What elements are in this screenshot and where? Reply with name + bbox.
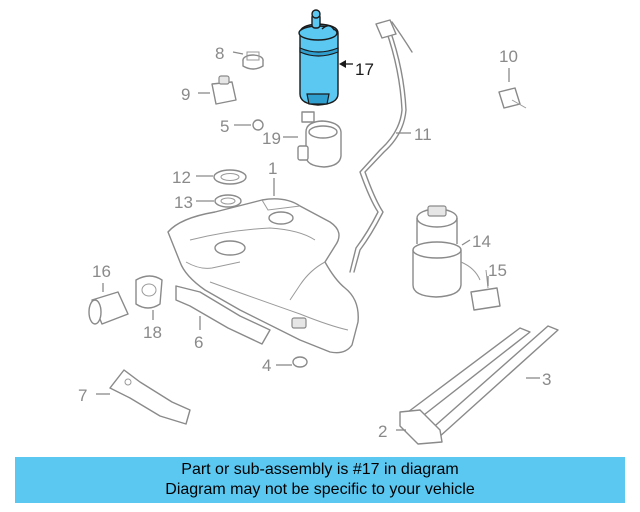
part-17-fuel-filter[interactable] <box>298 9 339 106</box>
part-19-filter-bracket[interactable] <box>297 111 342 168</box>
callout-19[interactable]: 19 <box>262 129 281 148</box>
callout-4[interactable]: 4 <box>262 356 271 375</box>
part-4-grommet[interactable] <box>292 356 308 368</box>
part-11-fuel-line[interactable] <box>349 19 413 273</box>
callout-17[interactable]: 17 <box>355 60 374 79</box>
callout-13[interactable]: 13 <box>174 193 193 212</box>
callout-3[interactable]: 3 <box>542 370 551 389</box>
callout-1[interactable]: 1 <box>268 159 277 178</box>
callout-16[interactable]: 16 <box>92 262 111 281</box>
banner-line-1: Part or sub-assembly is #17 in diagram <box>181 461 459 478</box>
callout-8[interactable]: 8 <box>215 44 224 63</box>
callout-14[interactable]: 14 <box>472 232 491 251</box>
callout-2[interactable]: 2 <box>378 422 387 441</box>
callout-17-arrowhead <box>339 60 346 68</box>
banner-line-2: Diagram may not be specific to your vehi… <box>165 481 475 498</box>
part-14-fuel-pump[interactable] <box>412 205 481 298</box>
part-9-connector[interactable] <box>211 75 237 105</box>
part-15-pump-connector[interactable] <box>470 269 501 311</box>
part-12-seal-ring[interactable] <box>213 169 247 185</box>
callout-12[interactable]: 12 <box>172 168 191 187</box>
callout-11[interactable]: 11 <box>414 125 432 144</box>
callout-10[interactable]: 10 <box>499 47 518 66</box>
part-2-strap-bracket[interactable] <box>399 409 443 445</box>
info-banner: Part or sub-assembly is #17 in diagram D… <box>15 457 625 503</box>
part-5-clip[interactable] <box>252 119 264 131</box>
parts-diagram: 17 19 8 9 5 12 13 <box>78 9 559 445</box>
part-6-heat-shield[interactable] <box>175 285 271 345</box>
callout-7[interactable]: 7 <box>78 386 87 405</box>
part-10-sensor[interactable] <box>498 87 527 109</box>
part-8-cap[interactable] <box>242 51 264 70</box>
callout-18[interactable]: 18 <box>143 323 162 342</box>
part-16-cylinder[interactable] <box>88 291 129 325</box>
callout-6[interactable]: 6 <box>194 333 203 352</box>
callout-15[interactable]: 15 <box>488 261 507 280</box>
part-13-gasket[interactable] <box>214 194 242 208</box>
callout-9[interactable]: 9 <box>181 85 190 104</box>
part-7-bracket[interactable] <box>109 369 191 425</box>
callout-5[interactable]: 5 <box>220 117 229 136</box>
part-18-clamp[interactable] <box>135 275 163 309</box>
part-1-fuel-tank[interactable] <box>167 198 359 354</box>
